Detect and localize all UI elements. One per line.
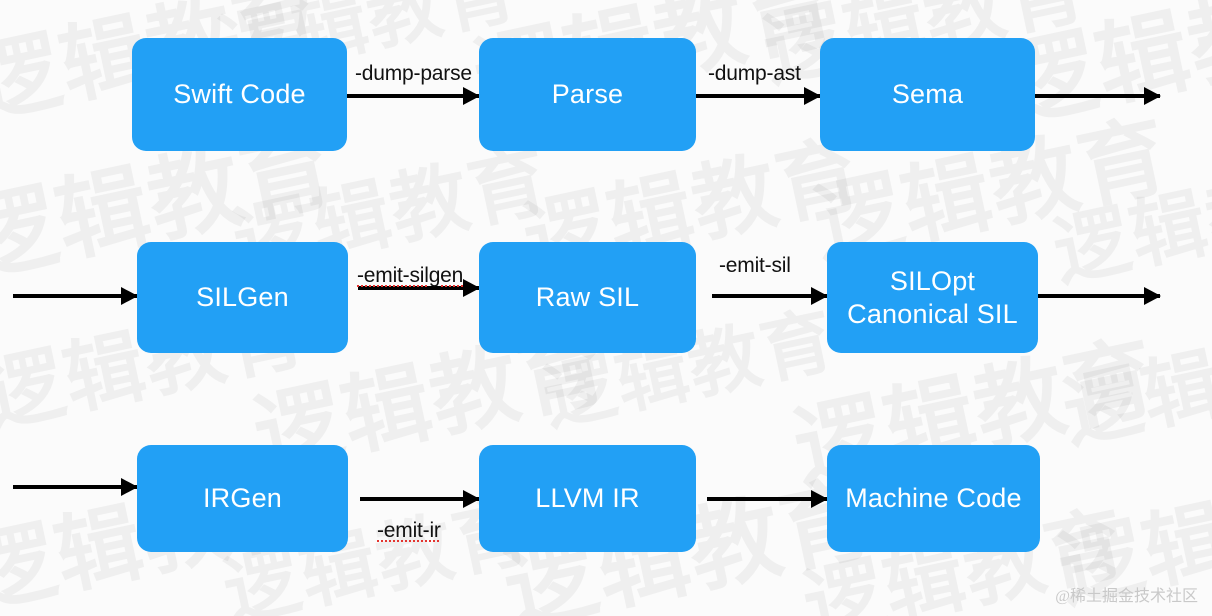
arrow-head-icon	[463, 490, 480, 508]
edge-label-emit-ir: -emit-ir	[377, 519, 441, 542]
arrow-head-icon	[811, 490, 828, 508]
arrow-shaft	[358, 286, 479, 290]
edge-label-emit-silgen: -emit-silgen	[357, 264, 464, 287]
arrow-shaft	[707, 497, 827, 501]
node-parse[interactable]: Parse	[479, 38, 696, 151]
corner-watermark: @稀土掘金技术社区	[1055, 588, 1198, 605]
arrow-head-icon	[1144, 287, 1161, 305]
background-watermark-text: 逻辑教育	[1042, 129, 1212, 301]
node-irgen[interactable]: IRGen	[137, 445, 348, 552]
edge-label-emit-sil: -emit-sil	[719, 254, 791, 277]
node-label: SILGen	[196, 282, 289, 313]
node-label: Swift Code	[173, 79, 306, 110]
node-label: SILOpt Canonical SIL	[847, 265, 1018, 329]
background-watermark-text: 逻辑教育	[1052, 288, 1212, 464]
node-label: Raw SIL	[535, 282, 640, 313]
node-label: LLVM IR	[535, 483, 640, 514]
arrow-head-icon	[121, 478, 138, 496]
arrow-shaft	[360, 497, 479, 501]
node-label: Machine Code	[845, 483, 1022, 514]
arrow-head-icon	[804, 87, 821, 105]
edge-label-dump-parse: -dump-parse	[355, 62, 472, 85]
node-label: Parse	[551, 79, 624, 110]
node-silopt-canonical-sil[interactable]: SILOpt Canonical SIL	[827, 242, 1038, 353]
arrow-shaft	[696, 94, 820, 98]
node-raw-sil[interactable]: Raw SIL	[479, 242, 696, 353]
arrow-head-icon	[463, 87, 480, 105]
node-silgen[interactable]: SILGen	[137, 242, 348, 353]
arrow-shaft	[1038, 294, 1160, 298]
node-label: Sema	[891, 79, 964, 110]
node-llvm-ir[interactable]: LLVM IR	[479, 445, 696, 552]
arrow-head-icon	[463, 279, 480, 297]
arrow-head-icon	[121, 287, 138, 305]
edge-label-dump-ast: -dump-ast	[708, 62, 801, 85]
node-sema[interactable]: Sema	[820, 38, 1035, 151]
arrow-shaft	[13, 294, 137, 298]
node-machine-code[interactable]: Machine Code	[827, 445, 1040, 552]
arrow-shaft	[347, 94, 479, 98]
arrow-shaft	[1035, 94, 1160, 98]
arrow-shaft	[712, 294, 827, 298]
arrow-head-icon	[811, 287, 828, 305]
node-swift-code[interactable]: Swift Code	[132, 38, 347, 151]
arrow-head-icon	[1144, 87, 1161, 105]
node-label: IRGen	[202, 483, 283, 514]
arrow-shaft	[13, 485, 137, 489]
